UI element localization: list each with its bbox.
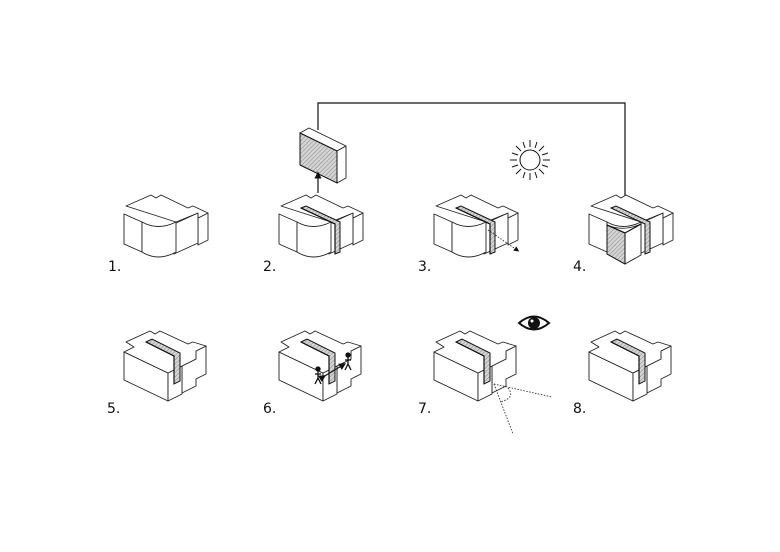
extracted-panel	[299, 127, 347, 184]
step-1-massing	[123, 194, 209, 258]
step-label-1: 1.	[108, 259, 122, 275]
view-cone	[493, 383, 553, 435]
step-label-6: 6.	[263, 401, 277, 417]
step-8-massing	[588, 330, 672, 402]
sun-icon	[510, 140, 550, 180]
eye-icon	[517, 315, 551, 331]
step-4-massing	[588, 194, 674, 265]
step-label-5: 5.	[107, 401, 121, 417]
step-label-2: 2.	[263, 259, 277, 275]
step-label-7: 7.	[418, 401, 432, 417]
step-7-massing	[433, 330, 517, 402]
step-5-massing	[123, 330, 207, 402]
step-2-massing	[278, 194, 364, 258]
step-3-massing	[433, 194, 520, 258]
distance-arrow-icon	[318, 363, 347, 382]
step-label-8: 8.	[573, 401, 587, 417]
relocation-line	[317, 102, 629, 216]
step-label-3: 3.	[418, 259, 432, 275]
step-label-4: 4.	[573, 259, 587, 275]
